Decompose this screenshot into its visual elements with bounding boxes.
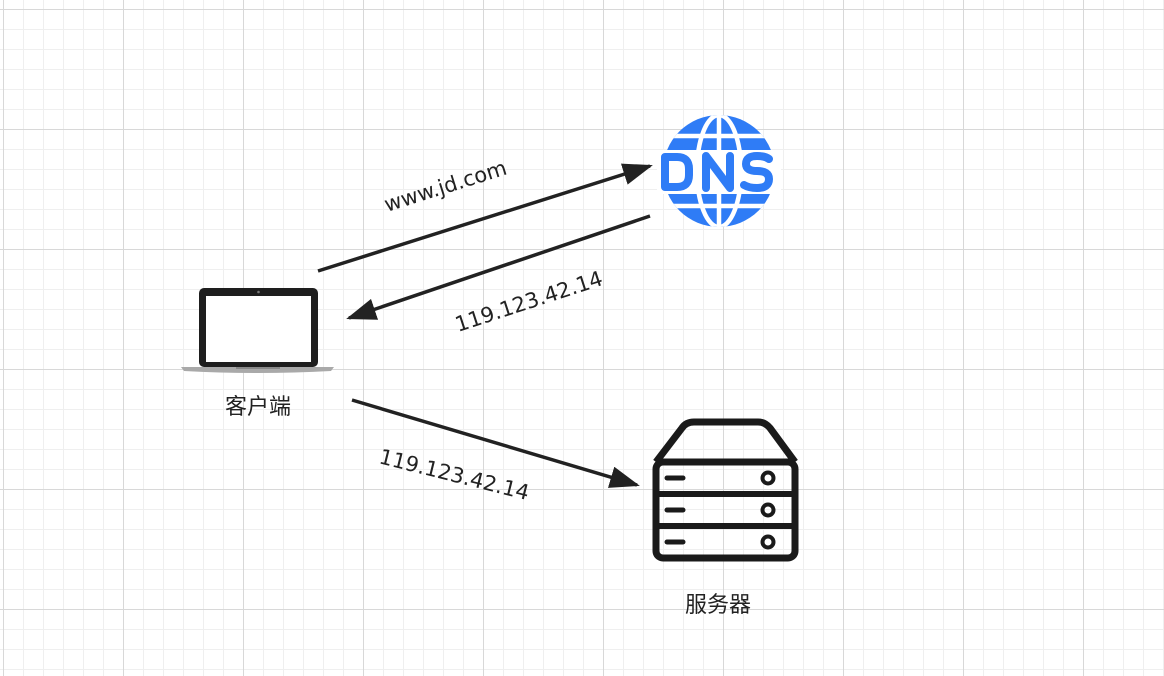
client-label: 客户端 [225,395,291,420]
edge-request [351,398,640,488]
edge-query-label: www.jd.com [381,156,509,217]
dns-globe-icon [657,115,781,227]
edge-query [317,163,653,273]
edge-request-label: 119.123.42.14 [377,445,532,505]
edge-response [346,214,651,320]
server-label: 服务器 [685,593,751,618]
server-rack-icon [652,418,799,562]
laptop-icon [181,288,334,373]
